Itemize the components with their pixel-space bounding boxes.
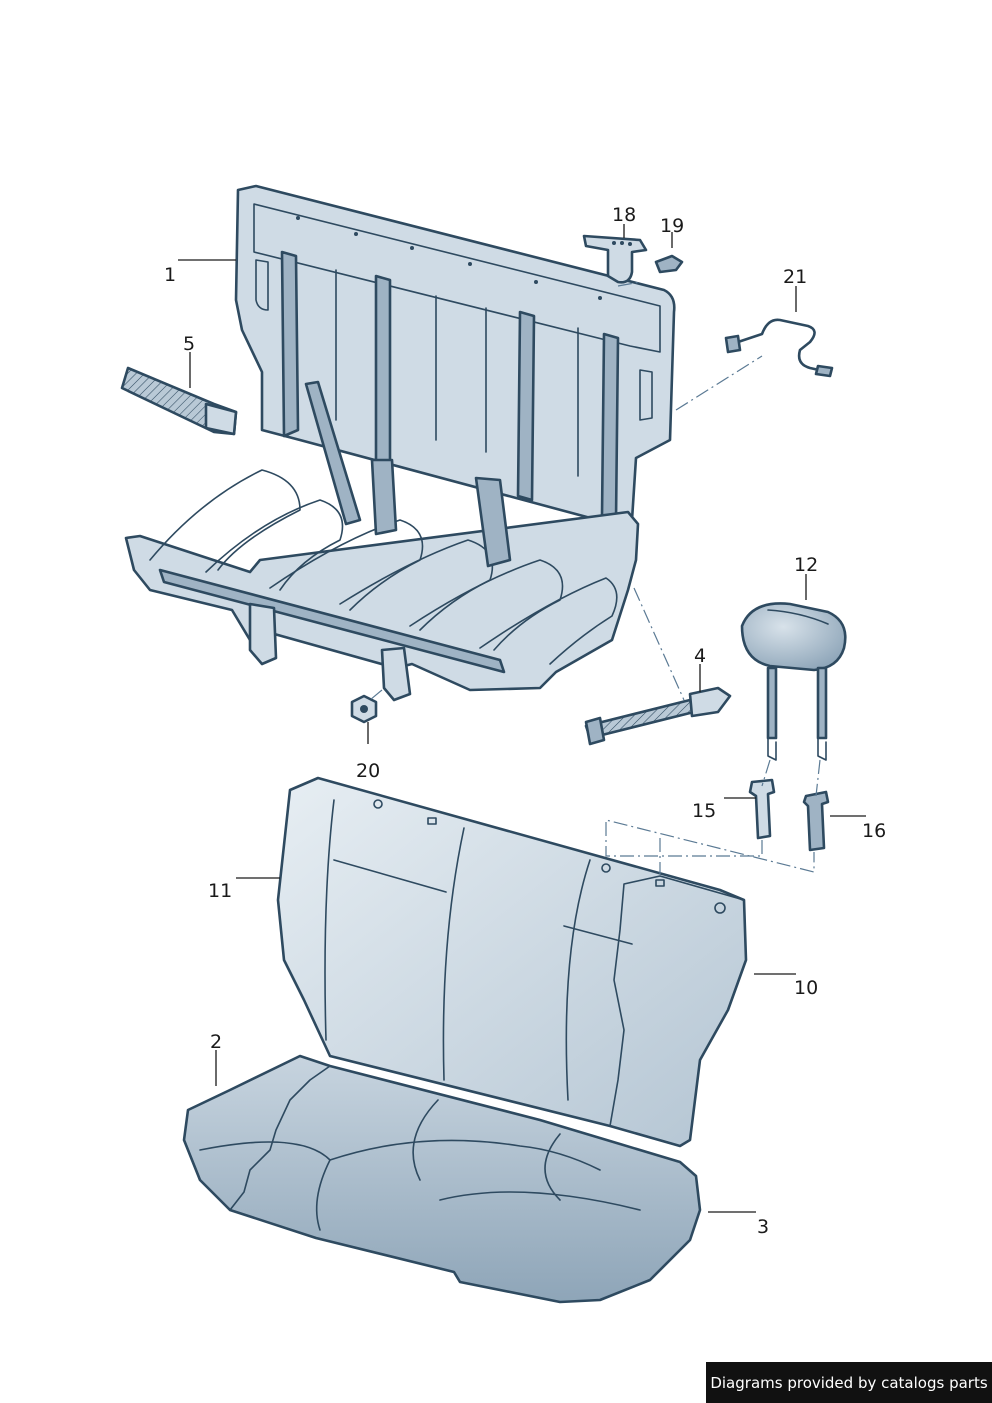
callout-11: 11 <box>208 880 232 902</box>
callout-19: 19 <box>660 215 684 237</box>
callout-20: 20 <box>356 760 380 782</box>
callout-16: 16 <box>862 820 886 842</box>
part-12-headrest <box>740 602 847 761</box>
callout-12: 12 <box>794 554 818 576</box>
callout-3: 3 <box>757 1216 769 1238</box>
callout-5: 5 <box>183 333 195 355</box>
part-18-bracket <box>582 234 648 284</box>
part-20-nut <box>350 694 378 724</box>
part-19-screw <box>654 254 684 274</box>
callout-10: 10 <box>794 977 818 999</box>
callout-4: 4 <box>694 645 706 667</box>
part-21-wire-rod <box>724 318 834 378</box>
assembly-guide-lines <box>369 281 821 874</box>
callout-1: 1 <box>164 264 176 286</box>
part-4-bolt <box>584 686 732 746</box>
callout-leader-lines <box>178 224 866 1213</box>
part-15-guide <box>748 778 776 840</box>
part-16-guide <box>802 790 830 852</box>
callout-2: 2 <box>210 1031 222 1053</box>
callout-21: 21 <box>783 266 807 288</box>
seat-frame-assembly <box>124 184 676 702</box>
callout-18: 18 <box>612 204 636 226</box>
callout-15: 15 <box>692 800 716 822</box>
part-11-backrest-cover <box>276 776 748 1148</box>
callout-labels: 1 5 18 19 21 12 4 20 15 16 11 10 2 3 <box>164 204 886 1238</box>
part-3-seat-cushion <box>182 1054 702 1304</box>
part-5-strap <box>120 366 238 436</box>
credit-banner: Diagrams provided by catalogs parts <box>706 1362 992 1403</box>
